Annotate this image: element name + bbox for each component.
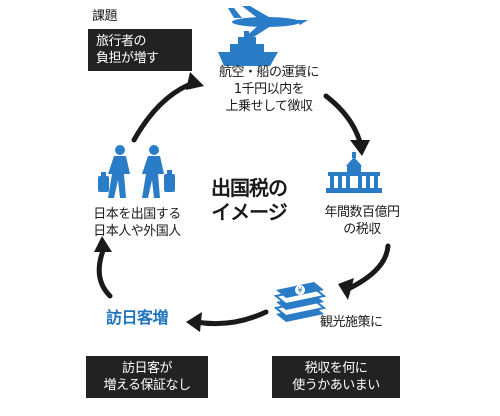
issue-header: 課題 <box>92 9 118 24</box>
fare-line1: 航空・船の運賃に <box>218 65 320 80</box>
title-line2: イメージ <box>211 200 288 224</box>
arrowhead-travelers <box>94 236 112 252</box>
arrow-tourism-to-visitors <box>193 309 269 327</box>
title-line1: 出国税の <box>211 176 288 200</box>
arrowhead-visitors <box>186 312 202 332</box>
airplane-icon <box>228 6 308 38</box>
tourism-policy-text: 観光施策に <box>320 315 383 330</box>
arrow-visitors-to-travelers <box>96 245 113 299</box>
government-building-icon <box>326 152 382 193</box>
airplane-ship-illustration <box>218 6 308 66</box>
traveler-burden-box: 旅行者の 負担が増す <box>88 29 192 71</box>
arrow-revenue-to-tourism <box>347 243 391 291</box>
fare-surcharge-text: 航空・船の運賃に 1千円以内を 上乗せして徴収 <box>210 64 328 115</box>
arrowhead-tourism <box>338 278 354 300</box>
tax-revenue-text: 年間数百億円 の税収 <box>322 204 402 238</box>
revenue-line1: 年間数百億円 <box>324 205 400 220</box>
yen-symbol: ¥ <box>297 286 302 295</box>
fare-line2: 1千円以内を <box>233 82 305 97</box>
traveler-burden-line1: 旅行者の <box>96 34 147 49</box>
arrowhead-fare <box>186 72 204 90</box>
arrow-travelers-to-fare <box>131 79 199 143</box>
ship-icon <box>218 31 278 66</box>
unclear-line1: 税収を何に <box>304 361 368 376</box>
travelers-line1: 日本を出国する <box>93 207 181 222</box>
revenue-line2: の税収 <box>343 222 381 237</box>
arrowhead-revenue <box>350 140 370 156</box>
no-guarantee-box: 訪日客が 増える保証なし <box>86 356 208 398</box>
unclear-line2: 使うかあいまい <box>292 378 380 393</box>
traveler-burden-line2: 負担が増す <box>96 51 159 66</box>
arrow-fare-to-revenue <box>323 93 363 145</box>
unclear-usage-box: 税収を何に 使うかあいまい <box>272 356 400 398</box>
diagram-title: 出国税の イメージ <box>190 176 308 224</box>
no-guarantee-line2: 増える保証なし <box>103 378 191 393</box>
visitor-increase-label: 訪日客増 <box>106 308 169 327</box>
money-stack-icon: ¥ <box>273 282 327 322</box>
no-guarantee-line1: 訪日客が <box>121 361 173 376</box>
departing-travelers-text: 日本を出国する 日本人や外国人 <box>82 206 192 240</box>
travelers-line2: 日本人や外国人 <box>93 224 181 239</box>
travelers-icon <box>98 145 175 198</box>
fare-line3: 上乗せして徴収 <box>225 99 313 114</box>
